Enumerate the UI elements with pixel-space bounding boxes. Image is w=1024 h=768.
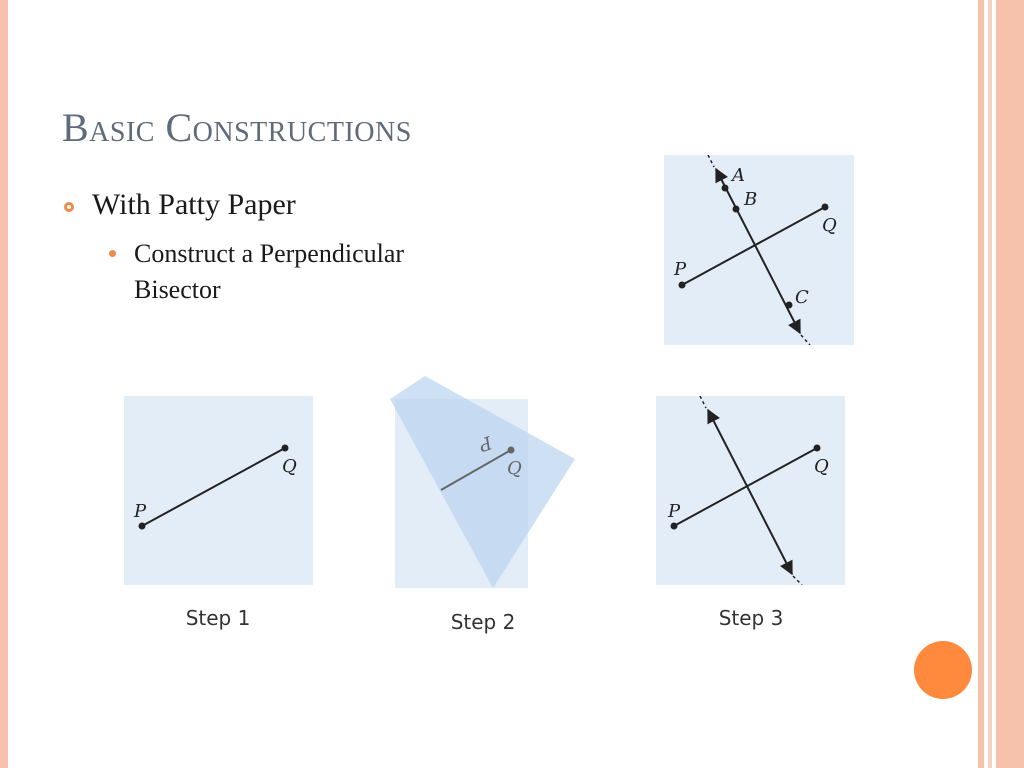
step3-label-q: Q [814,456,829,477]
final-label-b: B [743,189,757,210]
step2-folded-paper [390,376,575,588]
step3-paper [656,396,845,585]
bullet-dot-icon [109,250,116,257]
step2-point-q [507,446,515,454]
step3-caption: Step 3 [718,606,784,630]
final-point-q [821,203,829,211]
final-dash-bottom [800,334,811,345]
final-point-a [721,184,729,192]
step3-bisector-line [707,408,793,576]
step3-segment-pq [673,447,818,527]
slide-title: Basic Constructions [62,105,412,150]
final-label-q: Q [822,215,837,236]
step1-segment-pq [141,447,286,527]
bullet-ring-icon [64,202,74,212]
step2-label-q: Q [507,458,522,479]
step3-label-p: P [667,501,681,522]
final-diagram: A B C P Q [664,155,854,345]
final-point-p [678,281,686,289]
final-segment-pq [681,206,826,286]
step3-diagram: P Q [656,396,845,585]
right-frame-stripe-2 [988,0,992,768]
final-label-p: P [673,259,687,280]
step2-segment [440,449,512,491]
step1-point-p [138,522,146,530]
step2-caption: Step 2 [450,610,516,634]
decorative-orange-circle [914,641,972,699]
step1-point-q [281,444,289,452]
final-label-a: A [730,165,745,186]
step1-label-q: Q [282,456,297,477]
final-point-c [785,301,793,309]
right-frame-stripe-1 [978,0,984,768]
step1-diagram: P Q [124,396,313,585]
step3-dash-bottom [792,575,803,585]
step1-paper [124,396,313,585]
step1-label-p: P [133,501,147,522]
final-dash-top [707,155,715,168]
bullet-level1-text: With Patty Paper [92,188,296,221]
final-point-b [732,205,740,213]
step1-caption: Step 1 [185,606,251,630]
step3-dash-top [699,396,707,409]
final-paper [664,155,854,345]
left-frame-border [0,0,8,768]
final-label-c: C [795,287,809,308]
step3-point-p [670,522,678,530]
right-frame-stripe-3 [996,0,1024,768]
step2-diagram: Q P [390,376,575,588]
step3-point-q [813,444,821,452]
bullet-level2-text: Construct a Perpendicular Bisector [134,239,405,304]
